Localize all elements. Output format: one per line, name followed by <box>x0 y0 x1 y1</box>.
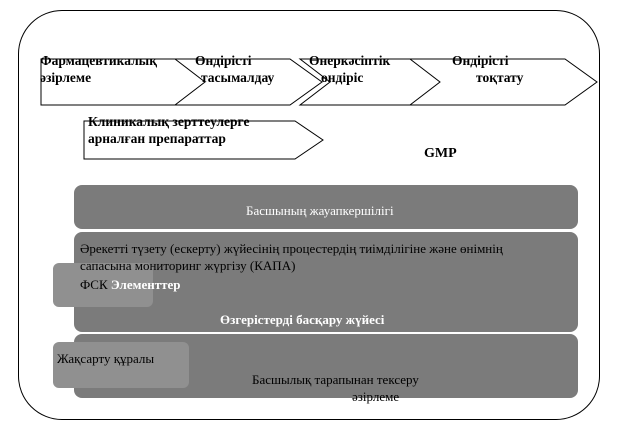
pqs-elements-word: Элементтер <box>110 277 181 292</box>
arrow-technology-transfer <box>173 58 323 106</box>
capa-text: Әрекетті түзету (ескерту) жүйесінің проц… <box>80 240 503 274</box>
stage-3-line-1: Өнеркәсіптік <box>309 53 391 68</box>
stage-label-technology-transfer: Өндірісті тасымалдау <box>195 52 274 86</box>
clinical-line-2: арналған препараттар <box>88 131 226 146</box>
management-review-line-1: Басшылық тарапынан тексеру <box>252 372 419 387</box>
band-capa-and-change-management <box>74 232 578 332</box>
stage-label-pharmaceutical-development: Фармацевтикалық әзірлеме <box>40 52 157 86</box>
improvement-tools-text: Жақсарту құралы <box>57 351 155 366</box>
gmp-label: GMP <box>424 146 457 161</box>
stage-label-clinical-preparations: Клиникалық зерттеулерге арналған препара… <box>88 113 250 147</box>
chip-pqs-elements <box>53 263 153 307</box>
capa-line-2: сапасына мониторинг жүргізу (КАПА) <box>80 258 296 273</box>
outer-frame <box>18 10 600 420</box>
stage-2-line-2: тасымалдау <box>201 70 275 85</box>
clinical-line-1: Клиникалық зерттеулерге <box>88 114 250 129</box>
chip-improvement-tools <box>53 342 189 388</box>
management-review-text: Басшылық тарапынан тексеру әзірлеме <box>252 371 419 405</box>
pqs-elements-text: ФСК Элементтер <box>80 276 180 293</box>
management-review-line-2: әзірлеме <box>352 389 400 404</box>
arrow-clinical-preparations <box>83 120 324 160</box>
stage-3-line-2: өндіріс <box>321 70 364 85</box>
change-management-text: Өзгерістерді басқару жүйесі <box>220 312 385 327</box>
stage-2-line-1: Өндірісті <box>195 53 252 68</box>
stage-label-commercial-manufacturing: Өнеркәсіптік өндіріс <box>309 52 390 86</box>
stage-1-line-1: Фармацевтикалық <box>40 53 157 68</box>
stage-4-line-1: Өндірісті <box>452 53 509 68</box>
band-management-responsibility <box>74 185 578 229</box>
management-responsibility-text: Басшының жауапкершілігі <box>246 203 394 218</box>
capa-line-1: Әрекетті түзету (ескерту) жүйесінің проц… <box>80 241 503 256</box>
stage-label-discontinuation: Өндірісті тоқтату <box>452 52 523 86</box>
stage-1-line-2: әзірлеме <box>40 70 92 85</box>
arrow-discontinuation <box>408 58 598 106</box>
pqs-prefix: ФСК <box>80 277 108 292</box>
stage-4-line-2: тоқтату <box>476 70 524 85</box>
